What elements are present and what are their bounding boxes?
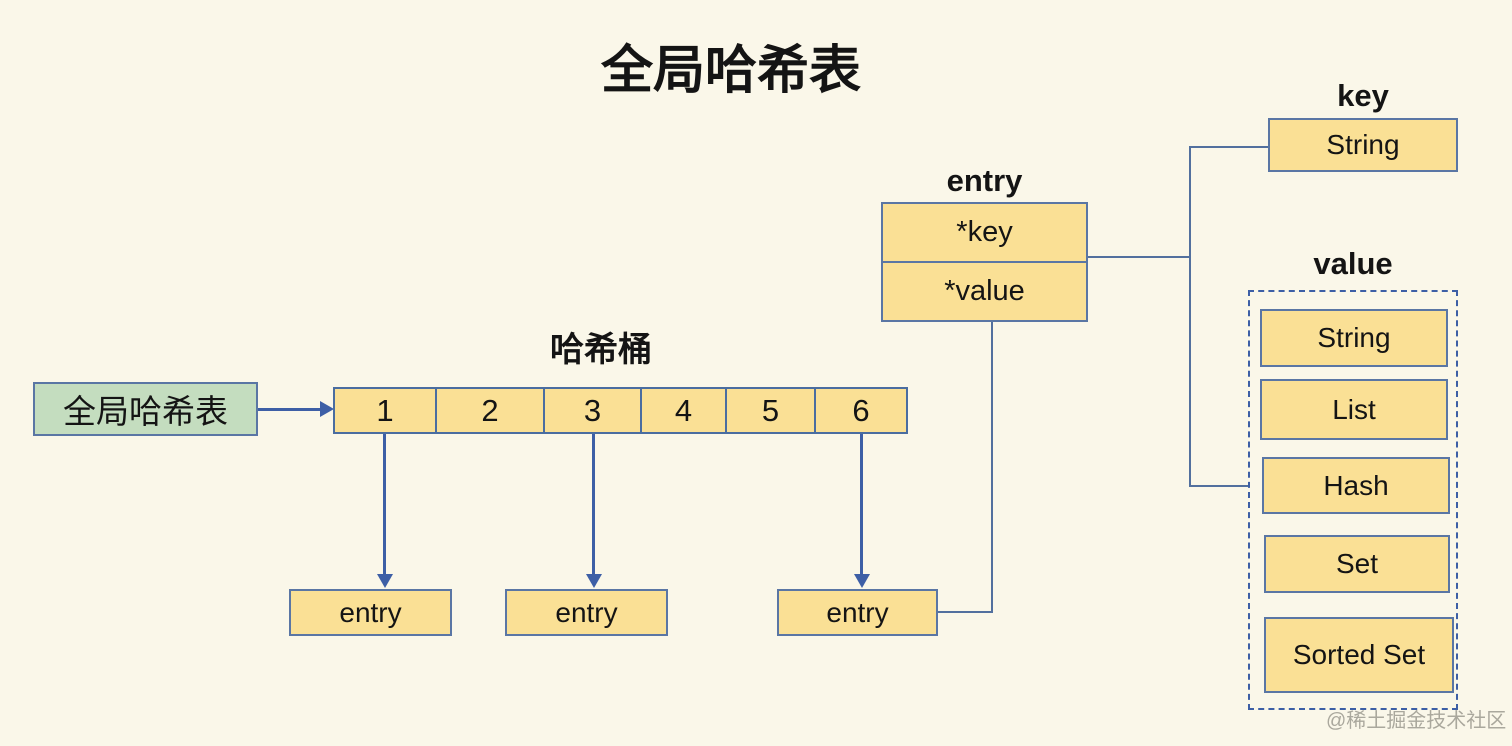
watermark: @稀土掘金技术社区 bbox=[1326, 710, 1507, 732]
diagram-title: 全局哈希表 bbox=[600, 42, 862, 100]
hash-bucket-row: 1 2 3 4 5 6 bbox=[333, 387, 908, 434]
bucket-cell-2: 2 bbox=[437, 387, 545, 434]
connector-branch-vertical-line bbox=[1189, 146, 1191, 487]
arrow-cell1-to-entry-head-icon bbox=[377, 574, 393, 588]
entry-struct-label: entry bbox=[946, 163, 1023, 198]
bucket-cell-5: 5 bbox=[727, 387, 816, 434]
value-type-box-string: String bbox=[1260, 309, 1448, 367]
connector-value-to-entry3-vertical-line bbox=[991, 322, 993, 613]
connector-branch-to-value-line bbox=[1189, 485, 1249, 487]
bucket-cell-6: 6 bbox=[816, 387, 908, 434]
entry-box-1: entry bbox=[289, 589, 452, 636]
entry-struct-box: *key *value bbox=[881, 202, 1088, 322]
value-type-box-sorted-set: Sorted Set bbox=[1264, 617, 1454, 693]
bucket-cell-1: 1 bbox=[333, 387, 437, 434]
value-type-box-list: List bbox=[1260, 379, 1448, 440]
arrow-cell6-to-entry-head-icon bbox=[854, 574, 870, 588]
key-type-box-string: String bbox=[1268, 118, 1458, 172]
entry-struct-value-field: *value bbox=[883, 261, 1086, 320]
bucket-cell-4: 4 bbox=[642, 387, 727, 434]
arrow-cell6-to-entry-line bbox=[860, 434, 863, 575]
entry-box-2: entry bbox=[505, 589, 668, 636]
connector-branch-to-key-line bbox=[1189, 146, 1268, 148]
arrow-global-to-bucket-head-icon bbox=[320, 401, 334, 417]
global-hash-table-label: 全局哈希表 bbox=[63, 393, 228, 430]
connector-value-to-entry3-horizontal-line bbox=[938, 611, 993, 613]
value-type-box-hash: Hash bbox=[1262, 457, 1450, 514]
hash-bucket-label: 哈希桶 bbox=[550, 331, 652, 369]
arrow-cell1-to-entry-line bbox=[383, 434, 386, 575]
key-section-label: key bbox=[1337, 78, 1389, 113]
value-type-box-set: Set bbox=[1264, 535, 1450, 593]
entry-box-3: entry bbox=[777, 589, 938, 636]
global-hash-table-box: 全局哈希表 bbox=[33, 382, 258, 436]
arrow-cell3-to-entry-line bbox=[592, 434, 595, 575]
value-types-container: String List Hash Set Sorted Set bbox=[1248, 290, 1458, 710]
entry-struct-key-field: *key bbox=[956, 216, 1013, 248]
bucket-cell-3: 3 bbox=[545, 387, 642, 434]
value-section-label: value bbox=[1313, 246, 1393, 281]
arrow-cell3-to-entry-head-icon bbox=[586, 574, 602, 588]
connector-entry-to-branch-line bbox=[1088, 256, 1190, 258]
arrow-global-to-bucket-line bbox=[258, 408, 322, 411]
